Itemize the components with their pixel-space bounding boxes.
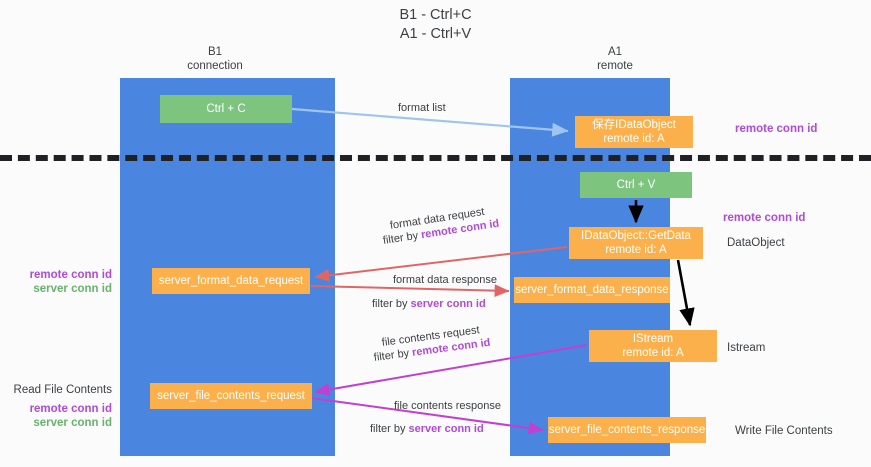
node-istream-line1: IStream bbox=[632, 333, 674, 345]
left-label-group-format: remote conn id server conn id bbox=[0, 268, 112, 296]
right-label-write-file-contents: Write File Contents bbox=[735, 425, 833, 437]
node-server-file-contents-request[interactable]: server_file_contents_request bbox=[150, 383, 312, 409]
node-idataobject-getdata-line1: IDataObject::GetData bbox=[581, 230, 691, 242]
node-server-file-contents-response-label: server_file_contents_response bbox=[548, 424, 706, 436]
node-server-format-data-request[interactable]: server_format_data_request bbox=[152, 268, 310, 294]
column-header-b1-sub: connection bbox=[187, 60, 243, 72]
filter-prefix: filter by bbox=[373, 346, 413, 364]
left-label-read-file-contents: Read File Contents bbox=[13, 384, 112, 396]
node-ctrl-c[interactable]: Ctrl + C bbox=[160, 95, 292, 123]
flow-label-format-data-response: format data response bbox=[393, 274, 497, 286]
column-header-a1-name: A1 bbox=[607, 46, 623, 58]
column-header-a1: A1 remote bbox=[555, 45, 675, 73]
right-label-remote-conn-id-top: remote conn id bbox=[735, 123, 818, 135]
node-istream[interactable]: IStream remote id: A bbox=[589, 330, 717, 362]
node-server-format-data-request-label: server_format_data_request bbox=[158, 275, 304, 287]
column-header-b1: B1 connection bbox=[155, 45, 275, 73]
filter-prefix: filter by bbox=[370, 423, 409, 435]
left-label-group-file: Read File Contents remote conn id server… bbox=[0, 383, 112, 430]
column-header-b1-name: B1 bbox=[207, 46, 223, 58]
filter-key-server-conn-id: server conn id bbox=[408, 423, 484, 435]
node-ctrl-v[interactable]: Ctrl + V bbox=[580, 172, 692, 198]
arrow-getdata-to-istream bbox=[676, 259, 695, 327]
node-save-idataobject-line2: remote id: A bbox=[603, 133, 665, 145]
flow-label-file-contents-response-filter: filter by server conn id bbox=[370, 422, 484, 436]
title-line-1: B1 - Ctrl+C bbox=[399, 7, 472, 23]
filter-prefix: filter by bbox=[382, 229, 423, 247]
node-save-idataobject[interactable]: 保存IDataObject remote id: A bbox=[575, 116, 693, 148]
filter-prefix: filter by bbox=[372, 298, 411, 310]
node-server-file-contents-response[interactable]: server_file_contents_response bbox=[548, 417, 706, 443]
flow-label-format-data-response-filter: filter by server conn id bbox=[372, 297, 486, 311]
right-label-remote-conn-id-mid: remote conn id bbox=[723, 212, 806, 224]
left-label-remote-conn-id-2: remote conn id bbox=[29, 403, 112, 415]
right-label-dataobject: DataObject bbox=[727, 237, 785, 249]
page-title: B1 - Ctrl+C A1 - Ctrl+V bbox=[0, 6, 871, 44]
left-label-server-conn-id-1: server conn id bbox=[33, 283, 112, 295]
filter-key-server-conn-id: server conn id bbox=[410, 298, 486, 310]
node-ctrl-c-label: Ctrl + C bbox=[206, 103, 246, 115]
node-server-format-data-response-label: server_format_data_response bbox=[515, 284, 669, 296]
title-line-2: A1 - Ctrl+V bbox=[399, 26, 472, 42]
node-ctrl-v-label: Ctrl + V bbox=[616, 179, 656, 191]
node-server-file-contents-request-label: server_file_contents_request bbox=[157, 390, 305, 402]
left-label-server-conn-id-2: server conn id bbox=[33, 417, 112, 429]
node-istream-line2: remote id: A bbox=[622, 347, 684, 359]
node-save-idataobject-line1: 保存IDataObject bbox=[592, 119, 676, 131]
left-label-remote-conn-id-1: remote conn id bbox=[29, 269, 112, 281]
node-idataobject-getdata-line2: remote id: A bbox=[605, 244, 667, 256]
node-server-format-data-response[interactable]: server_format_data_response bbox=[514, 277, 670, 303]
column-header-a1-sub: remote bbox=[597, 60, 633, 72]
flow-label-format-list: format list bbox=[398, 102, 446, 114]
right-label-istream: Istream bbox=[727, 342, 766, 354]
node-idataobject-getdata[interactable]: IDataObject::GetData remote id: A bbox=[569, 227, 703, 259]
flow-label-file-contents-response: file contents response bbox=[394, 400, 502, 412]
section-divider bbox=[0, 155, 871, 161]
